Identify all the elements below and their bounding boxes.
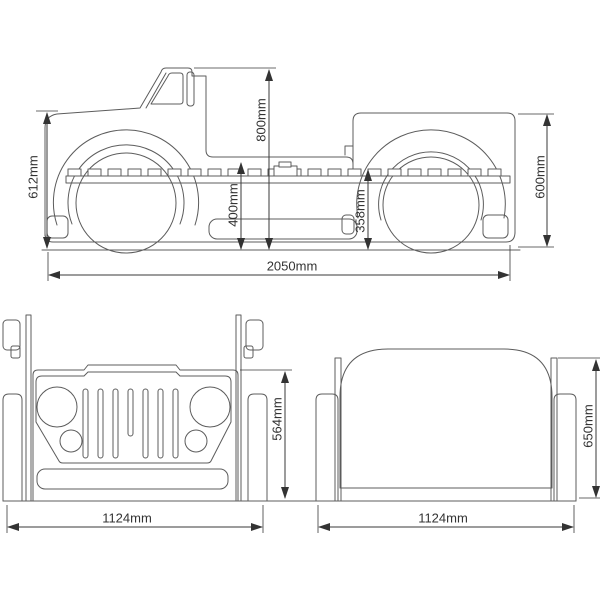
front-wheel [75, 152, 177, 254]
bed-slats [67, 168, 502, 177]
grille-slot [97, 388, 104, 459]
rail-bracket-tab [278, 161, 292, 168]
right-small-light [184, 429, 208, 453]
dimension-rear-width: 1124mm [317, 505, 575, 533]
rear-panel-notch [344, 145, 354, 156]
dimension-bed-height: 400mm [226, 162, 245, 250]
left-mirror-arm [10, 345, 21, 359]
dimension-label: 600mm [533, 155, 548, 198]
grille-slot [82, 388, 89, 459]
dimension-label: 1124mm [102, 511, 152, 526]
dimension-label: 800mm [254, 98, 269, 141]
dimension-front-height: 612mm [26, 110, 58, 249]
truck-rear-panel-outline [352, 112, 516, 234]
dimension-label: 612mm [26, 155, 41, 198]
dimension-rear-height: 600mm [518, 113, 554, 248]
front-inner-arch [67, 144, 185, 225]
rear-outer-arch [356, 129, 506, 219]
dimension-label: 358mm [353, 189, 368, 232]
rear-view: 650mm 1124mm [315, 348, 600, 533]
left-headlight [36, 386, 78, 428]
left-side-panel [2, 393, 23, 502]
grille-slot [157, 388, 164, 459]
right-side-panel [553, 393, 577, 502]
rear-foot [341, 214, 355, 235]
right-side-panel [247, 393, 268, 502]
truck-front-panel-outline [44, 67, 354, 237]
running-board [208, 218, 358, 240]
front-bumper [36, 468, 229, 490]
dimension-overall-length: 2050mm [47, 245, 511, 281]
right-headlight [189, 386, 231, 428]
left-small-light [59, 429, 83, 453]
dimension-overall-height: 800mm [194, 67, 276, 250]
windshield-pillar-line [145, 72, 167, 109]
bed-rail [65, 175, 511, 184]
grille-slot [142, 388, 149, 459]
cab-side-window [186, 71, 195, 107]
grille-slot [112, 388, 119, 459]
extension-line [558, 357, 600, 499]
left-side-panel [315, 393, 339, 502]
headboard-outline [339, 348, 553, 489]
grille-slot-center [127, 388, 134, 437]
front-view: 564mm 1124mm [2, 314, 577, 533]
front-outer-arch [52, 129, 200, 226]
left-post [25, 314, 32, 502]
side-view: 612mm 800mm 400mm 358mm 600mm 2050mm [26, 67, 554, 281]
rear-wheel [382, 156, 480, 254]
front-step [46, 215, 69, 239]
grille-slot [172, 388, 179, 459]
dimension-label: 2050mm [267, 259, 318, 274]
dimension-front-width: 1124mm [6, 505, 264, 533]
rear-step [482, 214, 509, 239]
dimension-label: 1124mm [418, 511, 468, 526]
grille-slots [82, 388, 179, 459]
rear-inner-arch [378, 151, 484, 221]
right-mirror-arm [243, 345, 254, 359]
truck-body-bottom [44, 231, 516, 243]
dimension-label: 400mm [226, 183, 241, 226]
cab-window [150, 72, 184, 105]
dimension-label: 564mm [270, 397, 285, 440]
dimension-front-body-height: 564mm [240, 369, 292, 499]
right-mirror [245, 319, 264, 351]
grille-outline [35, 371, 232, 464]
front-board-outline [32, 364, 239, 502]
dimension-underrail-height: 358mm [353, 169, 372, 250]
dimension-rear-body-height: 650mm [558, 357, 600, 499]
dimension-label: 650mm [581, 404, 596, 447]
